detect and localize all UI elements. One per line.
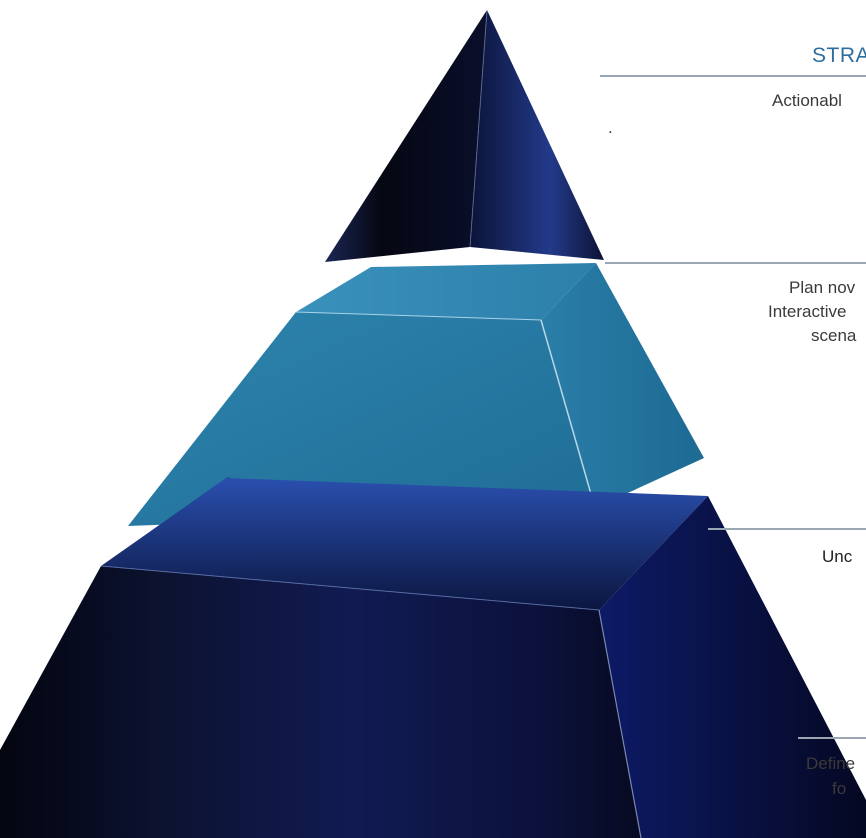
pyramid-tier-middle [128, 263, 704, 526]
top-line: Actionabl [772, 91, 842, 110]
pyramid-tier-top [325, 9, 604, 262]
middle-line-3: scena [811, 326, 857, 345]
rule-middle [605, 262, 866, 264]
top-heading: STRAT [812, 44, 866, 67]
bottom-line-1: Define [806, 754, 856, 773]
bottom-line-2: fo [832, 779, 847, 798]
top-dot: . [608, 118, 613, 137]
middle-line-1: Plan nov [789, 278, 856, 297]
lower-line: Unc [822, 547, 853, 566]
rule-lower [708, 528, 866, 530]
rule-top [600, 75, 866, 77]
pyramid-tier-bottom [0, 477, 866, 838]
rule-bottom [798, 737, 866, 739]
middle-line-2: Interactive [768, 302, 847, 321]
